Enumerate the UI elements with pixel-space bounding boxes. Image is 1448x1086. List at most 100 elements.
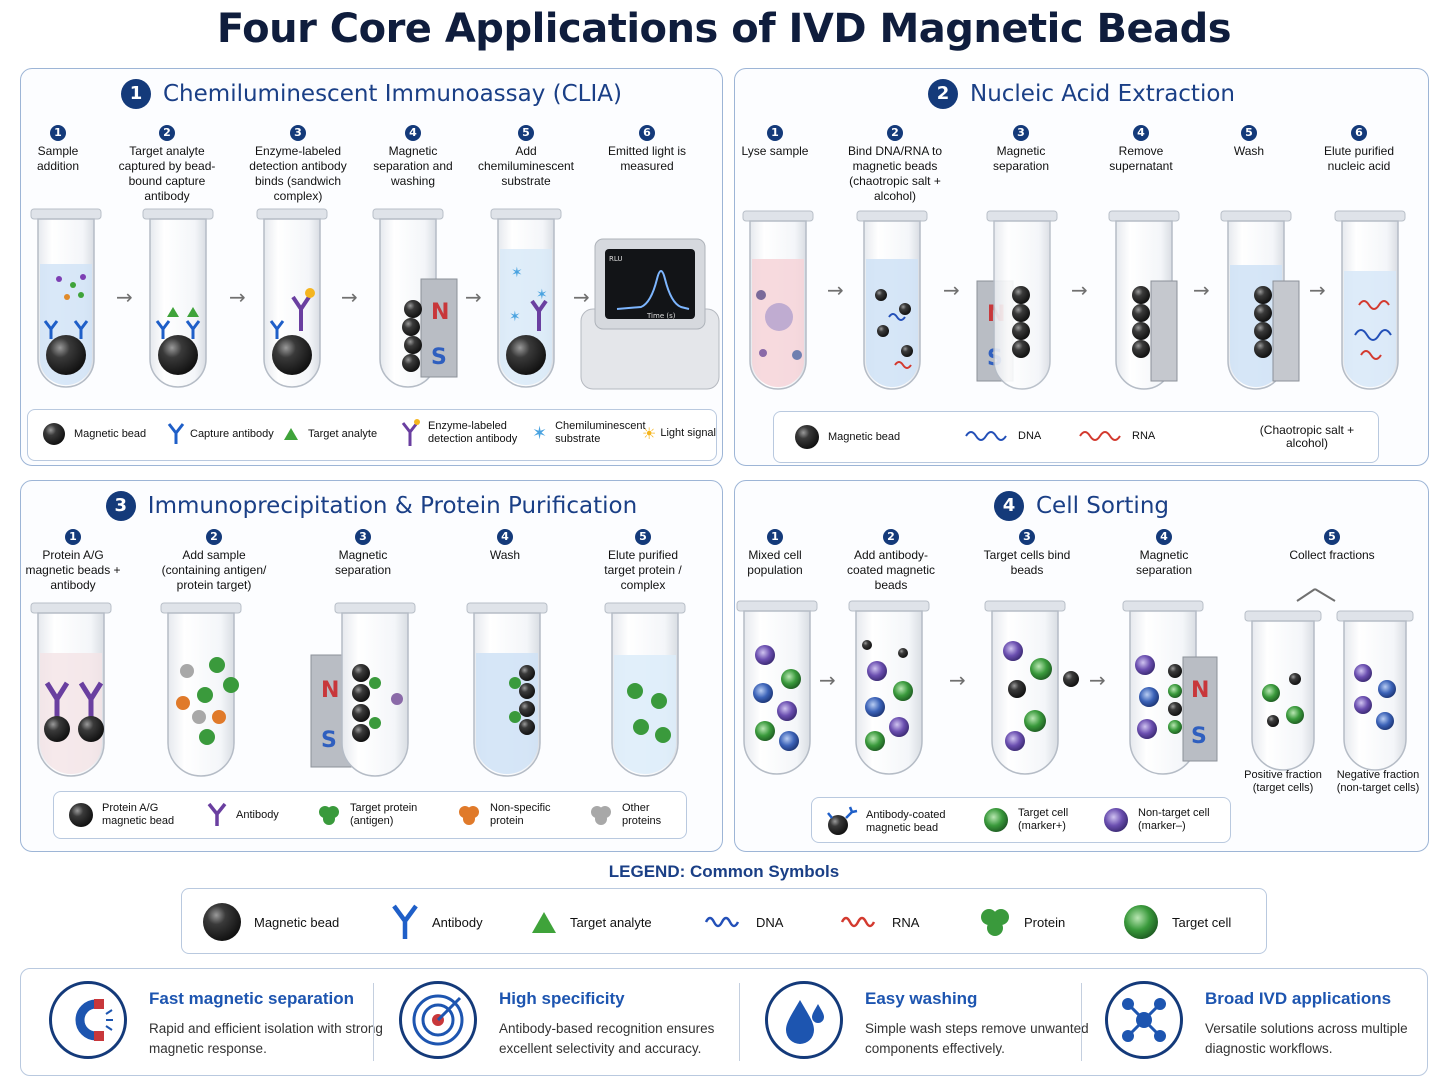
magnetic-bead-icon <box>402 318 420 336</box>
magnetic-bead-icon <box>795 425 819 449</box>
magnet-icon <box>1182 656 1218 762</box>
arrow-icon: → <box>465 285 482 309</box>
arrow-icon: → <box>573 285 590 309</box>
legend-label: Chemiluminescent substrate <box>555 420 646 445</box>
feature-divider <box>739 983 740 1061</box>
magnetic-bead-icon <box>352 684 370 702</box>
legend-label: Capture antibody <box>190 427 274 440</box>
step-label: Collect fractions <box>1289 548 1375 562</box>
magnetic-bead-icon <box>506 335 546 375</box>
dna-icon <box>965 431 1007 441</box>
capture-antibody-icon <box>155 320 201 339</box>
other-protein-icon <box>192 710 206 724</box>
target-protein-icon <box>627 683 643 699</box>
step-label: Magnetic separation <box>1135 548 1193 577</box>
ip-legend: Protein A/G magnetic bead Antibody Targe… <box>53 791 687 839</box>
luminometer-icon <box>580 238 720 390</box>
nae-legend: Magnetic bead DNA RNA (Chaotropic salt +… <box>773 411 1379 463</box>
common-legend-target-analyte: Target analyte <box>530 903 652 941</box>
target-cell-icon <box>1024 710 1046 732</box>
ip-workflow-illustration: N S <box>30 602 686 777</box>
non-target-cell-icon <box>1354 696 1372 714</box>
arrow-icon: → <box>1309 278 1326 302</box>
legend-label: Antibody-coated magnetic bead <box>866 809 946 834</box>
cell-debris-icon <box>756 290 766 300</box>
non-target-cell-icon <box>1005 731 1025 751</box>
magnetic-bead-icon <box>1012 322 1030 340</box>
non-target-cell-icon <box>867 661 887 681</box>
magnetic-bead-icon <box>519 719 535 735</box>
magnetic-bead-icon <box>404 336 422 354</box>
panel-ip-title: Immunoprecipitation & Protein Purificati… <box>147 493 638 519</box>
capture-antibody-icon <box>167 423 185 444</box>
magnetic-bead-icon <box>203 903 241 941</box>
non-target-cell-icon <box>1104 808 1128 832</box>
step-label: Protein A/G magnetic beads + antibody <box>25 548 121 592</box>
protein-ag-bead-icon <box>69 803 93 827</box>
chemiluminescent-substrate-icon: ✶ <box>509 309 521 325</box>
other-protein-icon <box>391 693 403 705</box>
panel-number-badge: 4 <box>993 491 1024 521</box>
legend-label: Target analyte <box>308 427 378 440</box>
legend-label: Enzyme-labeled detection antibody <box>428 420 518 445</box>
arrow-icon: → <box>827 278 844 302</box>
clia-legend: Magnetic bead Capture antibody Target an… <box>27 409 717 461</box>
target-protein-icon <box>197 687 213 703</box>
legend-label: (Chaotropic salt + alcohol) <box>1259 423 1355 450</box>
water-drop-icon <box>765 981 843 1059</box>
arrow-icon: → <box>116 285 133 309</box>
legend-item-non-target-cell: Non-target cell (marker–) <box>1102 806 1214 834</box>
protein-icon <box>981 909 1009 936</box>
legend-item-antibody: Antibody <box>206 802 279 828</box>
magnetic-bead-icon <box>519 701 535 717</box>
legend-item-light-signal: ☀ Light signal <box>642 424 716 443</box>
chemiluminescent-substrate-icon: ✶ <box>536 287 548 303</box>
common-legend-dna: DNA <box>704 903 783 941</box>
non-target-cell-icon <box>753 683 773 703</box>
non-target-cell-icon <box>1354 664 1372 682</box>
detection-antibody-icon <box>401 419 420 446</box>
step-label: Target cells bind beads <box>983 548 1071 577</box>
magnetic-bead-icon <box>43 423 65 445</box>
arrow-icon: → <box>819 668 836 692</box>
antibody-coated-bead-icon <box>1008 680 1026 698</box>
rna-icon <box>1079 431 1121 441</box>
step-number: 2 <box>206 529 222 545</box>
analyte-particle <box>78 292 84 298</box>
magnetic-bead-icon <box>1254 340 1272 358</box>
non-target-cell-icon <box>1135 655 1155 675</box>
legend-item-capture-antibody: Capture antibody <box>166 422 274 446</box>
step-label: Target analyte captured by bead-bound ca… <box>118 144 216 203</box>
step-label: Magnetic separation and washing <box>373 144 453 188</box>
step-label: Mixed cell population <box>747 548 803 577</box>
rna-strand-icon <box>1358 300 1390 310</box>
step-number: 1 <box>50 125 66 141</box>
legend-item-chaotropic: (Chaotropic salt + alcohol) <box>1244 424 1362 450</box>
magnetic-bead-icon <box>1012 286 1030 304</box>
non-specific-protein-icon <box>212 710 226 724</box>
feature-description: Rapid and efficient isolation with stron… <box>149 1021 383 1056</box>
magnetic-bead-icon <box>519 665 535 681</box>
legend-item-magnetic-bead: Magnetic bead <box>42 422 146 446</box>
cs-legend: Antibody-coated magnetic bead Target cel… <box>811 797 1231 843</box>
antibody-coated-bead-icon <box>827 806 858 835</box>
legend-label: Antibody <box>236 808 279 821</box>
panel-cell-sorting-title: Cell Sorting <box>1035 493 1169 519</box>
common-legend-title: LEGEND: Common Symbols <box>608 862 840 881</box>
non-target-cell-icon <box>1139 687 1159 707</box>
legend-label: Non-specific protein <box>490 802 551 827</box>
magnet-south-label: S <box>321 728 337 753</box>
feature-title: High specificity <box>499 989 625 1008</box>
tube-icon <box>1334 210 1406 390</box>
feature-title: Broad IVD applications <box>1205 989 1392 1008</box>
cell-debris-icon <box>792 350 802 360</box>
arrow-icon: → <box>1089 668 1106 692</box>
panel-clia-title: Chemiluminescent Immunoassay (CLIA) <box>163 81 622 107</box>
